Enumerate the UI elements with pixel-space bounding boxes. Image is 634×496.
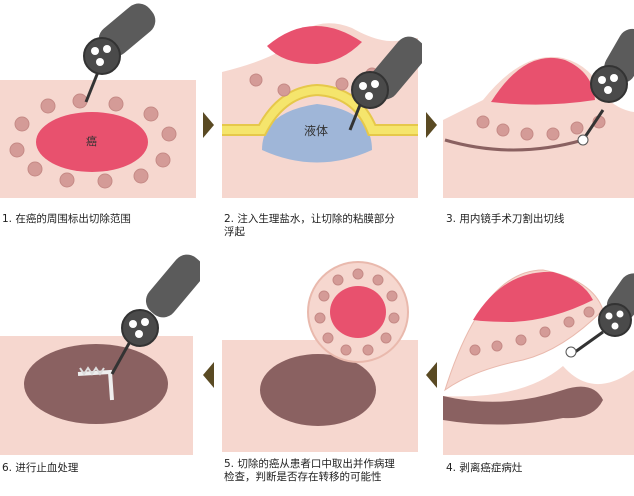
- endoscope-icon: [110, 254, 200, 375]
- step6-panel: [0, 250, 200, 455]
- specimen: [307, 261, 409, 363]
- step2-illustration: [222, 23, 422, 198]
- wound-area: [443, 386, 603, 425]
- incision-line: [444, 138, 584, 152]
- cancer-lesion: [473, 271, 593, 322]
- step2-panel: 液体: [222, 0, 422, 205]
- step6-caption: 6. 进行止血处理: [2, 462, 79, 474]
- step1-illustration: [0, 3, 196, 198]
- step6-illustration: [0, 254, 200, 455]
- arrow-right-icon: [203, 112, 214, 138]
- endoscope-icon: [577, 28, 634, 146]
- endoscope-icon: [348, 36, 422, 131]
- cancer-label: 癌: [86, 135, 97, 148]
- arrow-left-icon: [203, 362, 214, 388]
- cancer-lesion: [491, 57, 595, 105]
- arrow-left-icon: [426, 362, 437, 388]
- step5-illustration: [222, 261, 418, 452]
- wound-area: [260, 354, 376, 426]
- endoscope-icon: [565, 273, 634, 358]
- step4-illustration: [443, 269, 634, 455]
- step5-panel: [222, 250, 422, 455]
- step3-illustration: [443, 28, 634, 199]
- arrow-right-icon: [426, 112, 437, 138]
- marking-dots: [469, 306, 595, 356]
- wound-area: [24, 344, 168, 424]
- step5-caption: 5. 切除的癌从患者口中取出并作病理 检查，判断是否存在转移的可能性: [224, 458, 395, 483]
- step2-caption: 2. 注入生理盐水，让切除的粘膜部分 浮起: [224, 213, 395, 237]
- marking-dots: [9, 93, 177, 189]
- cancer-lesion: [267, 25, 362, 65]
- step1-caption: 1. 在癌的周围标出切除范围: [2, 213, 131, 225]
- step4-panel: [443, 250, 634, 455]
- step4-caption: 4. 剥离癌症病灶: [446, 462, 523, 474]
- cancer-lesion: [36, 112, 148, 172]
- endoscope-icon: [83, 3, 156, 103]
- fluid-label: 液体: [304, 124, 329, 138]
- step3-caption: 3. 用内镜手术刀割出切线: [446, 213, 565, 225]
- step3-panel: [443, 0, 634, 205]
- clip-icon: [77, 366, 114, 401]
- fluid-pocket: [262, 104, 372, 163]
- step1-panel: [0, 0, 200, 205]
